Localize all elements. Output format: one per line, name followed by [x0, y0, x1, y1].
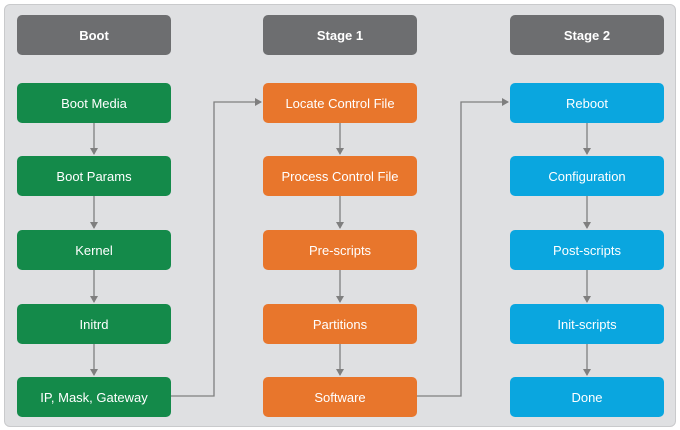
diagram-panel: [4, 4, 676, 427]
header-stage-1: Stage 1: [263, 15, 417, 55]
step-done: Done: [510, 377, 664, 417]
step-initrd: Initrd: [17, 304, 171, 344]
step-post-scripts: Post-scripts: [510, 230, 664, 270]
header-stage-2: Stage 2: [510, 15, 664, 55]
step-configuration: Configuration: [510, 156, 664, 196]
step-init-scripts: Init-scripts: [510, 304, 664, 344]
header-boot: Boot: [17, 15, 171, 55]
step-ip-mask-gateway: IP, Mask, Gateway: [17, 377, 171, 417]
step-process-control-file: Process Control File: [263, 156, 417, 196]
step-partitions: Partitions: [263, 304, 417, 344]
step-pre-scripts: Pre-scripts: [263, 230, 417, 270]
step-software: Software: [263, 377, 417, 417]
step-boot-params: Boot Params: [17, 156, 171, 196]
step-reboot: Reboot: [510, 83, 664, 123]
step-locate-control-file: Locate Control File: [263, 83, 417, 123]
step-boot-media: Boot Media: [17, 83, 171, 123]
step-kernel: Kernel: [17, 230, 171, 270]
